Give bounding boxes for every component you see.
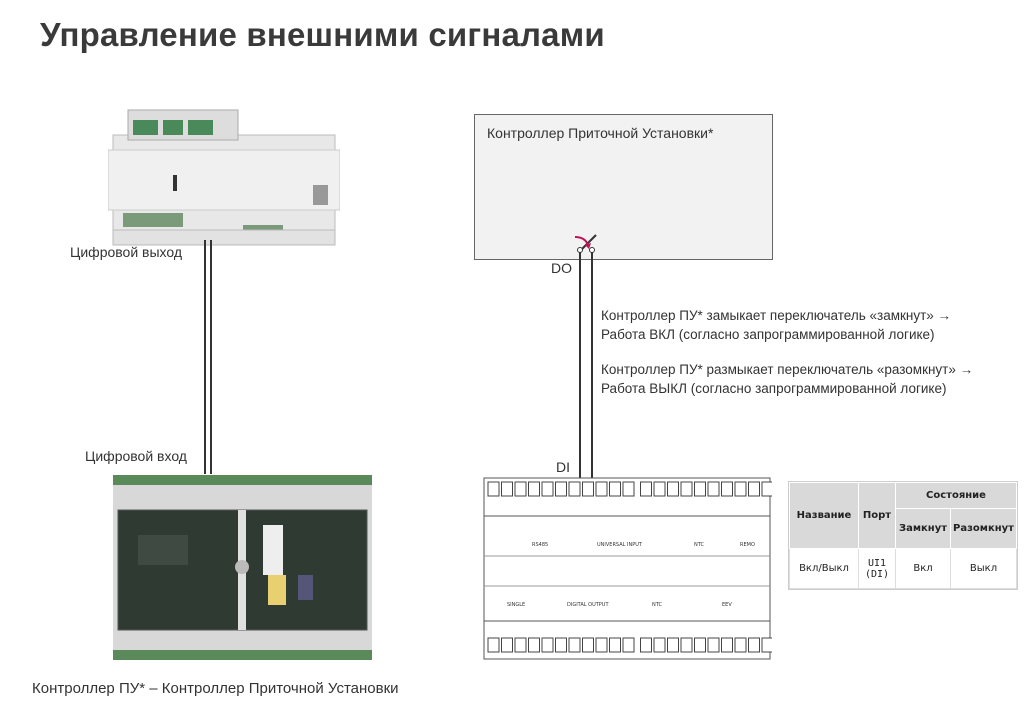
di-label: DI <box>556 459 570 475</box>
header-state: Состояние <box>895 482 1017 509</box>
page-title: Управление внешними сигналами <box>40 16 605 53</box>
terminal <box>680 637 693 653</box>
terminal <box>487 481 500 497</box>
header-port: Порт <box>858 482 896 549</box>
terminal <box>622 637 635 653</box>
terminal <box>514 637 527 653</box>
terminal <box>582 637 594 653</box>
wire <box>210 240 212 474</box>
terminal <box>721 637 733 653</box>
header-name: Название <box>789 482 859 549</box>
description-off: Контроллер ПУ* размыкает переключатель «… <box>601 360 973 398</box>
terminal <box>501 481 513 497</box>
terminal <box>653 481 666 497</box>
cell-open: Выкл <box>950 548 1017 589</box>
fan-coil-controller-image <box>113 475 372 660</box>
terminal <box>568 481 581 497</box>
group-label: REMO <box>740 542 755 548</box>
controller-terminal-drawing: RS485 UNIVERSAL INPUT NTC REMO SINGLE DI… <box>482 476 774 661</box>
ahu-box-title: Контроллер Приточной Установки* <box>487 125 714 141</box>
terminal <box>721 481 733 497</box>
state-table: Название Порт Состояние Замкнут Разомкну… <box>788 481 1018 590</box>
terminal <box>487 637 500 653</box>
cell-closed: Вкл <box>895 548 951 589</box>
terminal <box>541 481 554 497</box>
terminal <box>734 637 747 653</box>
caption: Контроллер ПУ* – Контроллер Приточной Ус… <box>32 680 399 697</box>
terminal <box>680 481 693 497</box>
terminal <box>761 637 774 653</box>
description-on: Контроллер ПУ* замыкает переключатель «з… <box>601 306 951 344</box>
terminal <box>595 481 608 497</box>
port-line: UI1 <box>867 557 887 569</box>
terminal <box>653 637 666 653</box>
terminal <box>609 481 621 497</box>
group-label: RS485 <box>532 542 548 548</box>
table-row: Вкл/Выкл UI1(DI) Вкл Выкл <box>789 548 1017 589</box>
terminal <box>748 637 760 653</box>
wire <box>591 252 593 478</box>
terminal <box>568 637 581 653</box>
wire <box>579 252 581 478</box>
digital-output-label: Цифровой выход <box>70 244 183 260</box>
wire <box>204 240 206 474</box>
cell-name: Вкл/Выкл <box>789 548 859 589</box>
terminal <box>640 637 652 653</box>
terminal <box>514 481 527 497</box>
terminal <box>528 481 540 497</box>
terminal <box>595 637 608 653</box>
switch-icon <box>574 234 597 253</box>
terminal <box>541 637 554 653</box>
terminal <box>667 637 679 653</box>
terminal <box>707 481 720 497</box>
description-line: Контроллер ПУ* размыкает переключатель «… <box>601 362 974 377</box>
ahu-controller-image <box>107 105 341 248</box>
terminal <box>707 637 720 653</box>
group-label: NTC <box>694 542 705 548</box>
group-label: SINGLE <box>507 602 525 608</box>
terminal <box>667 481 679 497</box>
ahu-controller-box: Контроллер Приточной Установки* <box>474 114 773 260</box>
terminal <box>761 481 774 497</box>
terminal <box>640 481 652 497</box>
group-label: DIGITAL OUTPUT <box>567 602 609 608</box>
terminal <box>555 481 567 497</box>
description-line: Контроллер ПУ* замыкает переключатель «з… <box>601 308 952 323</box>
terminal <box>694 637 706 653</box>
terminal <box>609 637 621 653</box>
terminal <box>694 481 706 497</box>
digital-input-label: Цифровой вход <box>85 448 187 464</box>
group-label: UNIVERSAL INPUT <box>597 542 643 548</box>
terminal <box>501 637 513 653</box>
header-open: Разомкнут <box>950 508 1017 549</box>
terminal <box>528 637 540 653</box>
description-line: Работа ВКЛ (согласно запрограммированной… <box>601 327 935 342</box>
port-line: (DI) <box>864 568 890 580</box>
header-closed: Замкнут <box>895 508 951 549</box>
terminal <box>734 481 747 497</box>
description-line: Работа ВЫКЛ (согласно запрограммированно… <box>601 381 947 396</box>
group-label: NTC <box>652 602 663 608</box>
terminal <box>622 481 635 497</box>
group-label: EEV <box>722 602 732 608</box>
cell-port: UI1(DI) <box>858 548 896 589</box>
terminal <box>582 481 594 497</box>
do-label: DO <box>551 260 572 276</box>
terminal <box>555 637 567 653</box>
terminal <box>748 481 760 497</box>
